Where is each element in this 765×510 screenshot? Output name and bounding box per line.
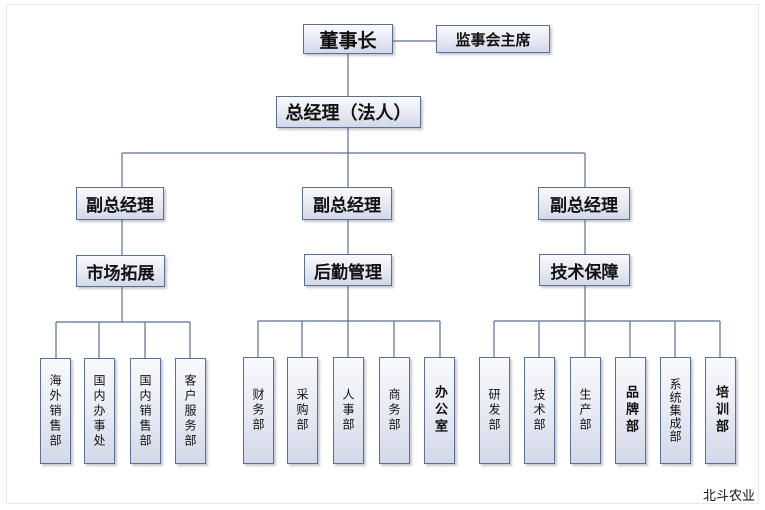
- dept-node: 商务部: [379, 357, 410, 464]
- vice-gm-node-1: 副总经理: [76, 187, 164, 220]
- dept-node: 国内销售部: [130, 358, 161, 464]
- chart-frame: [6, 4, 759, 504]
- dept-node: 品牌部: [615, 357, 646, 464]
- dept-node: 办公室: [424, 357, 455, 464]
- dept-node: 研发部: [479, 357, 510, 464]
- division-logistics-node: 后勤管理: [304, 254, 392, 286]
- dept-node: 系统集成部: [660, 357, 691, 464]
- dept-node: 财务部: [243, 357, 274, 464]
- dept-node: 技术部: [524, 357, 555, 464]
- dept-node: 客户服务部: [175, 358, 206, 464]
- vice-gm-node-3: 副总经理: [538, 187, 630, 220]
- watermark-text: 北斗农业: [702, 489, 755, 504]
- supervisor-node: 监事会主席: [436, 25, 550, 53]
- dept-node: 培训部: [705, 357, 736, 464]
- division-market-node: 市场拓展: [76, 255, 165, 287]
- general-manager-node: 总经理（法人）: [276, 96, 421, 128]
- chairman-node: 董事长: [303, 24, 393, 54]
- vice-gm-node-2: 副总经理: [302, 187, 392, 220]
- dept-node: 人事部: [333, 357, 364, 464]
- dept-node: 生产部: [570, 357, 601, 464]
- division-tech-node: 技术保障: [539, 254, 630, 286]
- dept-node: 采购部: [287, 357, 318, 464]
- dept-node: 国内办事处: [84, 358, 115, 464]
- dept-node: 海外销售部: [40, 358, 71, 464]
